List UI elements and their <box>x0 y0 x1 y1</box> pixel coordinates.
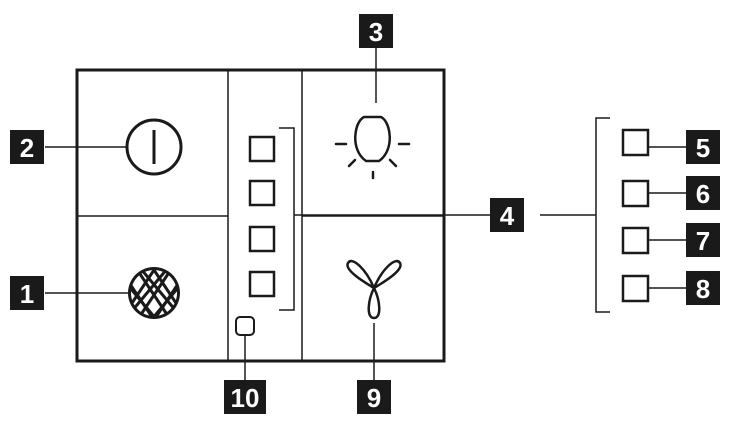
callout-7-label: 7 <box>696 226 710 256</box>
callout-9-label: 9 <box>367 383 381 413</box>
panel-button-2[interactable] <box>248 179 276 207</box>
callout-10: 10 <box>224 380 266 414</box>
callout-6-label: 6 <box>696 179 710 209</box>
callout-5: 5 <box>686 130 720 164</box>
callout-7: 7 <box>686 223 720 257</box>
fan-icon[interactable] <box>346 260 402 320</box>
callout-4: 4 <box>490 198 524 232</box>
light-bulb-icon[interactable] <box>334 115 411 180</box>
expanded-button-4[interactable] <box>621 274 650 303</box>
panel-button-1[interactable] <box>248 135 276 163</box>
callout-1-label: 1 <box>20 279 34 309</box>
panel-button-3[interactable] <box>248 225 276 253</box>
callout-3: 3 <box>359 14 393 48</box>
power-icon[interactable] <box>125 118 183 176</box>
expanded-button-3[interactable] <box>621 226 650 255</box>
callout-2-label: 2 <box>20 133 34 163</box>
callout-5-label: 5 <box>696 133 710 163</box>
callout-3-label: 3 <box>369 17 383 47</box>
expanded-button-2[interactable] <box>621 179 650 208</box>
callout-1: 1 <box>10 276 44 310</box>
callout-6: 6 <box>686 176 720 210</box>
button-group-bracket <box>279 127 295 311</box>
expanded-buttons <box>621 128 650 303</box>
button-group <box>248 135 276 298</box>
callout-8: 8 <box>686 271 720 305</box>
leader-lines <box>45 48 686 380</box>
grease-filter-icon[interactable] <box>106 233 202 343</box>
callout-9: 9 <box>357 380 391 414</box>
callout-10-label: 10 <box>231 383 260 413</box>
panel-button-4[interactable] <box>248 270 276 298</box>
indicator-light <box>235 316 255 336</box>
expanded-button-1[interactable] <box>621 128 650 157</box>
callout-4-label: 4 <box>500 201 515 231</box>
expanded-group-bracket <box>595 117 610 313</box>
callout-2: 2 <box>10 130 44 164</box>
callout-8-label: 8 <box>696 274 710 304</box>
